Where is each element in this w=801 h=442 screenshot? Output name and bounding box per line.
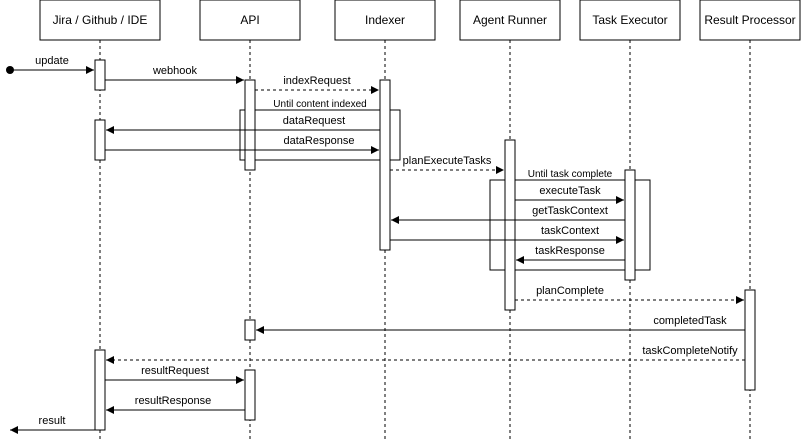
participant-label: Task Executor bbox=[592, 13, 667, 27]
messages bbox=[10, 66, 745, 434]
lifelines bbox=[99, 40, 751, 442]
activation-bar bbox=[94, 349, 106, 431]
message-label-task-complete-notify: taskCompleteNotify bbox=[642, 345, 738, 357]
participant-result-processor: Result Processor bbox=[699, 0, 801, 41]
activation-bar bbox=[244, 79, 256, 171]
activation-bar bbox=[379, 79, 391, 251]
participant-jira-github-ide: Jira / Github / IDE bbox=[39, 0, 161, 41]
activation-bar bbox=[744, 289, 756, 391]
loop-label-content-indexed: Until content indexed bbox=[273, 99, 366, 110]
message-label-data-response: dataResponse bbox=[284, 135, 355, 147]
message-label-get-task-context: getTaskContext bbox=[532, 205, 608, 217]
activations bbox=[94, 59, 756, 431]
participant-label: Agent Runner bbox=[473, 13, 547, 27]
message-label-completed-task: completedTask bbox=[653, 315, 727, 327]
participant-api: API bbox=[199, 0, 301, 41]
participant-task-executor: Task Executor bbox=[579, 0, 681, 41]
participant-label: Jira / Github / IDE bbox=[53, 13, 148, 27]
activation-bar bbox=[94, 119, 106, 161]
message-label-plan-complete: planComplete bbox=[536, 285, 604, 297]
message-label-update: update bbox=[35, 55, 69, 67]
message-label-data-request: dataRequest bbox=[283, 115, 345, 127]
loop-frame-task-complete bbox=[489, 179, 651, 271]
loop-label-task-complete: Until task complete bbox=[528, 169, 613, 180]
participant-indexer: Indexer bbox=[334, 0, 436, 41]
participant-label: Indexer bbox=[365, 13, 405, 27]
activation-bar bbox=[244, 369, 256, 421]
activation-bar bbox=[244, 319, 256, 341]
message-label-result-response: resultResponse bbox=[135, 395, 211, 407]
message-label-task-context: taskContext bbox=[541, 225, 599, 237]
message-label-plan-execute-tasks: planExecuteTasks bbox=[403, 155, 492, 167]
loop-frame-content-indexed bbox=[239, 109, 401, 161]
participant-label: Result Processor bbox=[704, 13, 795, 27]
message-label-task-response: taskResponse bbox=[535, 245, 605, 257]
message-label-execute-task: executeTask bbox=[539, 185, 601, 197]
activation-bar bbox=[94, 59, 106, 91]
message-label-index-request: indexRequest bbox=[283, 75, 350, 87]
activation-bar bbox=[624, 169, 636, 281]
message-label-webhook: webhook bbox=[152, 65, 198, 77]
message-label-result-request: resultRequest bbox=[141, 365, 209, 377]
participant-agent-runner: Agent Runner bbox=[459, 0, 561, 41]
activation-bar bbox=[504, 139, 516, 311]
message-label-result: result bbox=[39, 415, 66, 427]
participant-label: API bbox=[240, 13, 259, 27]
